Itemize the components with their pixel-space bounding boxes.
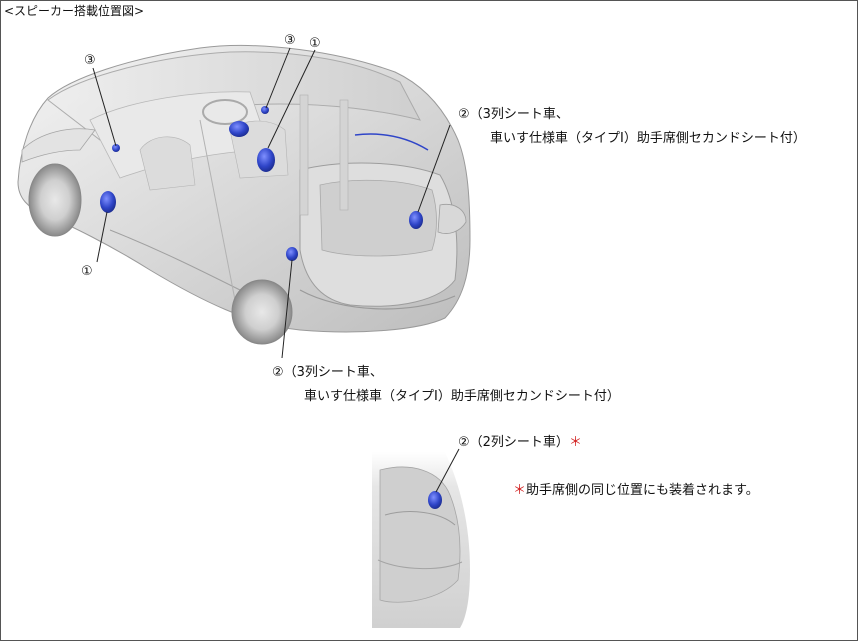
note-text: 助手席側の同じ位置にも装着されます。	[526, 483, 759, 498]
asterisk-note: ＊	[513, 483, 527, 498]
leader-lines	[92, 47, 451, 359]
diagram-title: <スピーカー搭載位置図>	[4, 4, 145, 18]
speaker-front-door	[100, 191, 116, 213]
speaker-passenger-door	[257, 148, 275, 172]
marker-1-center: ①	[309, 36, 321, 51]
label-2-top-line2: 車いす仕様車（タイプⅠ）助手席側セカンドシート付）	[490, 131, 806, 146]
speaker-rear-right	[409, 211, 423, 229]
marker-2-top: ②	[458, 107, 470, 122]
car-body	[17, 45, 471, 345]
label-2-inset: ②（2列シート車）＊	[458, 435, 582, 450]
marker-3-left: ③	[84, 53, 96, 68]
speaker-rear-left	[286, 247, 298, 261]
speaker-front-tweeter	[112, 144, 120, 152]
marker-3-center: ③	[284, 33, 296, 48]
label-2-bottom-line2: 車いす仕様車（タイプⅠ）助手席側セカンドシート付）	[304, 389, 620, 404]
marker-2-bottom: ②	[272, 365, 284, 380]
marker-1-left: ①	[81, 264, 93, 279]
speaker-passenger-tweeter	[261, 106, 269, 114]
marker-2-inset: ②	[458, 435, 470, 450]
speaker-inset-rear	[428, 491, 442, 509]
label-2-top: ②（3列シート車、	[458, 107, 569, 122]
speaker-dash-center	[229, 121, 249, 137]
note: ＊助手席側の同じ位置にも装着されます。	[513, 483, 759, 499]
asterisk-inset: ＊	[568, 435, 582, 450]
label-2-bottom: ②（3列シート車、	[272, 365, 383, 380]
inset-car	[372, 448, 470, 628]
